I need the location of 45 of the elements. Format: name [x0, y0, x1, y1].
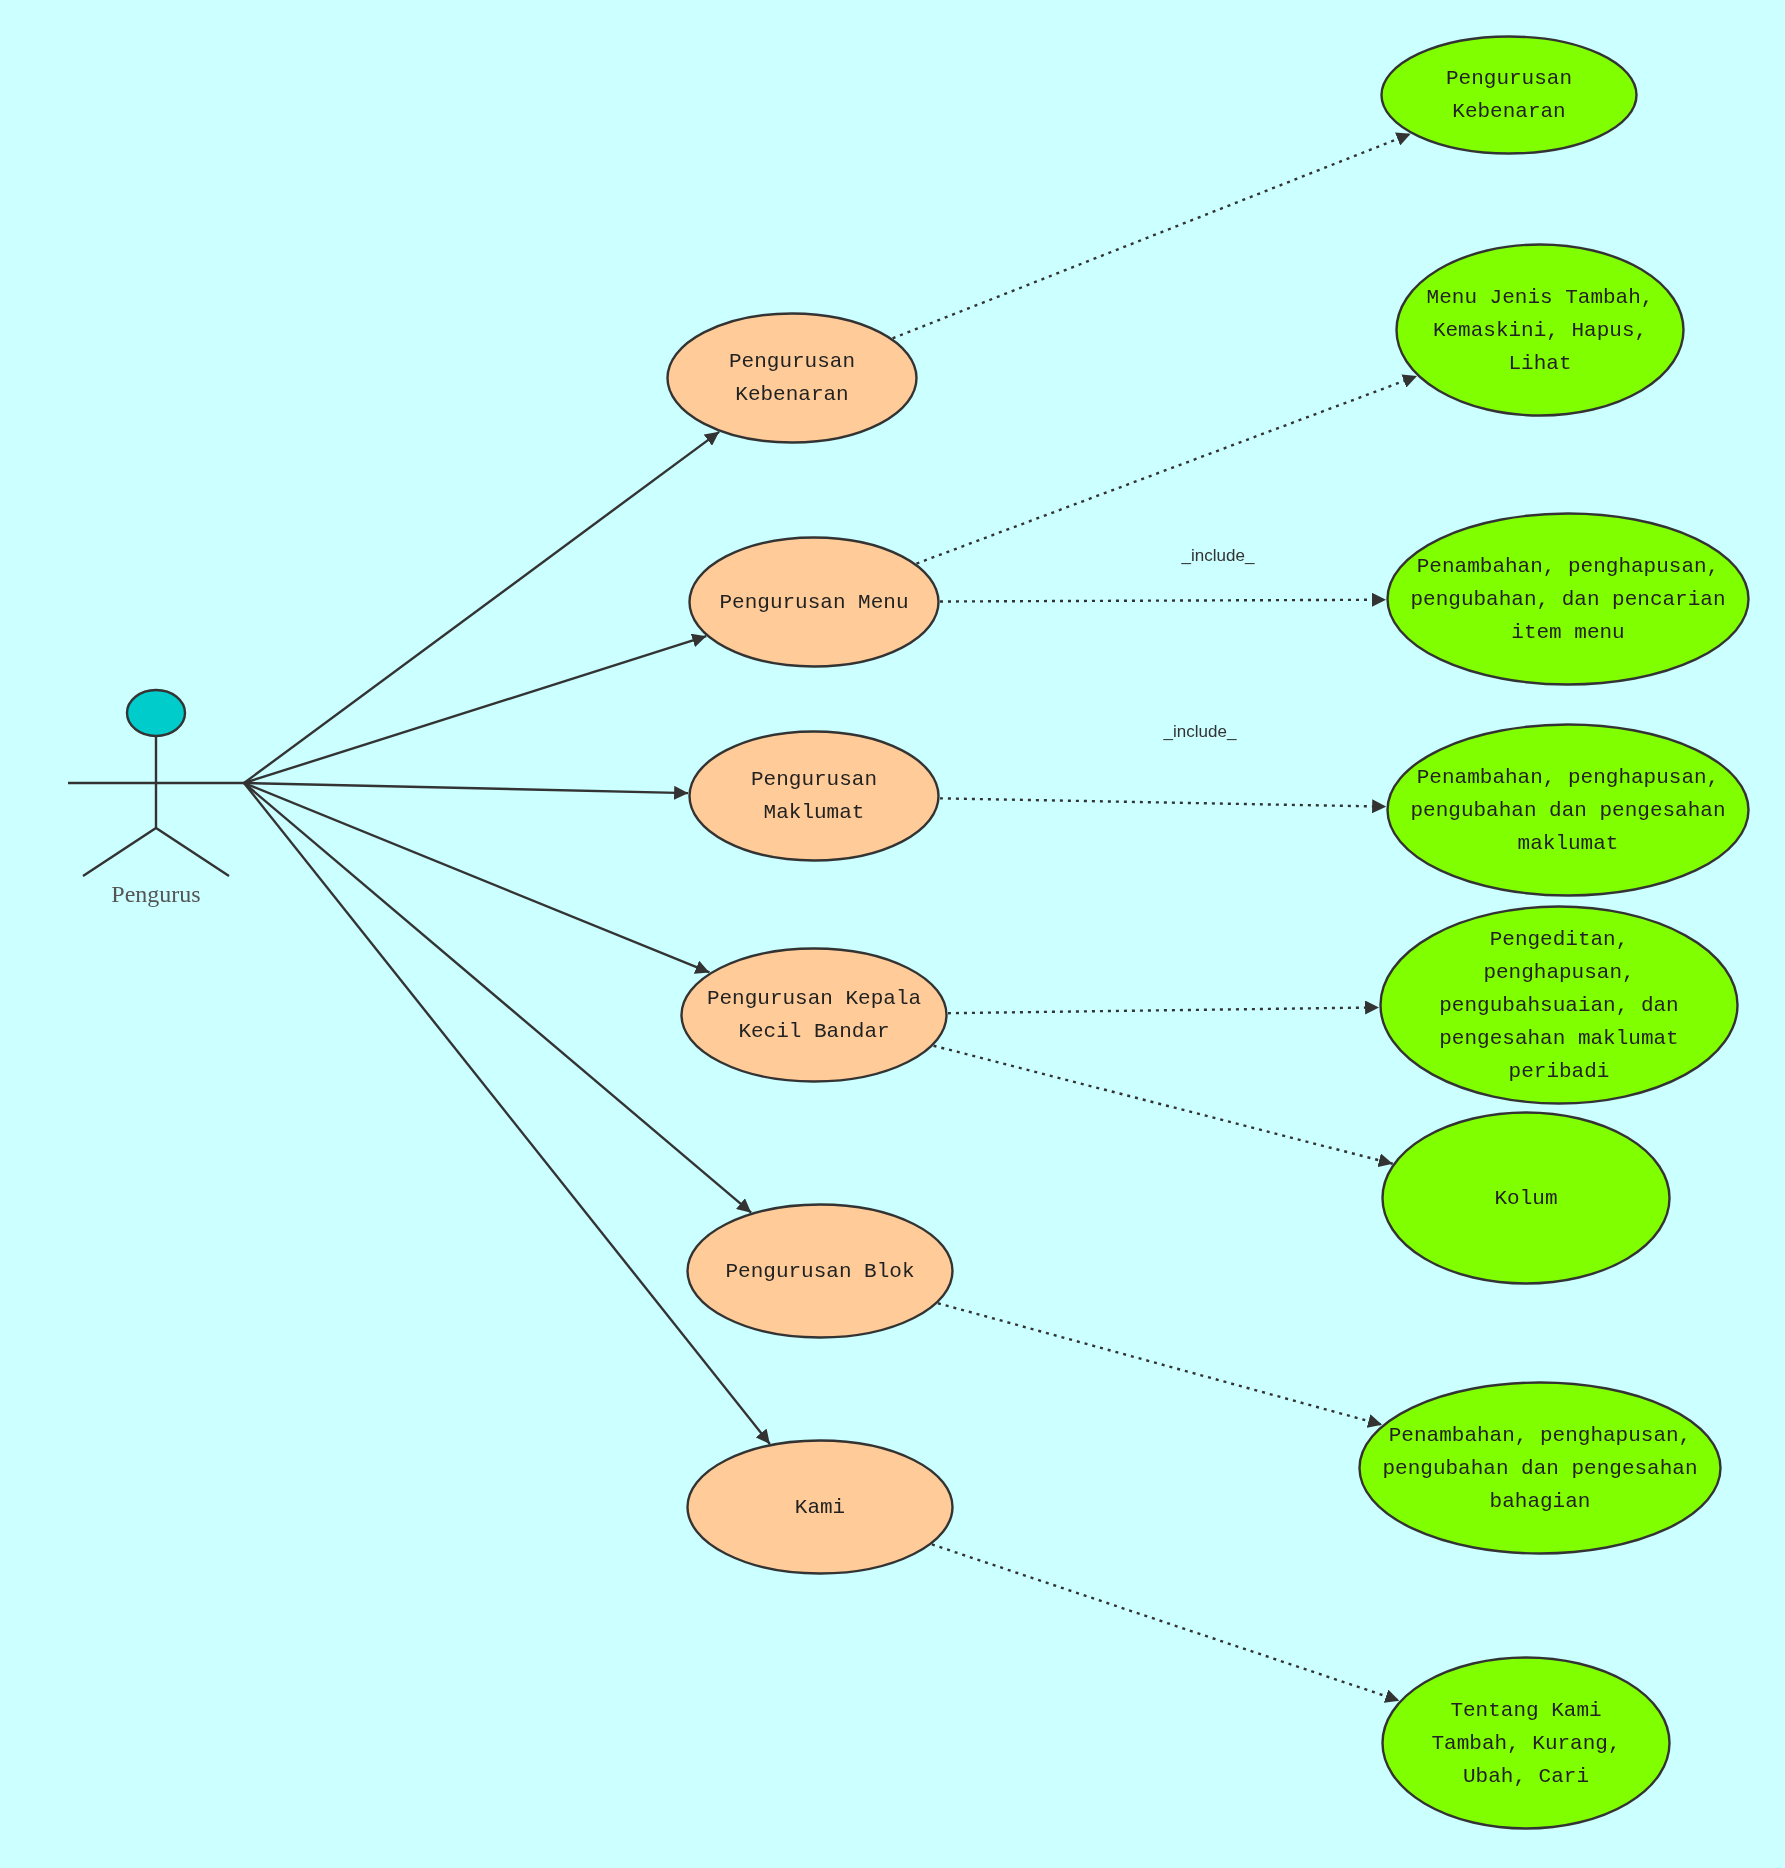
dotted-arrow [931, 1543, 1400, 1703]
actor-name: Pengurus [111, 881, 201, 908]
use-case-text: Pengurusan Menu [718, 589, 910, 616]
use-case-text: Penambahan, penghapusan, pengubahan, dan pencarian item menu [1409, 553, 1727, 646]
use-case-ellipse [1381, 1111, 1671, 1285]
actor-figure [68, 690, 244, 876]
arrow [243, 782, 752, 1214]
use-case-ellipse [688, 730, 940, 862]
dotted-arrow [892, 132, 1412, 340]
use-case-ellipse [1358, 1381, 1722, 1555]
use-case-text: Pengeditan, penghapusan, pengubahsuaian, dan pengesahan maklumat peribadi [1438, 926, 1680, 1085]
use-case-text: Penambahan, penghapusan, pengubahan dan pengesahan maklumat [1409, 764, 1727, 857]
dotted-arrow [939, 797, 1387, 814]
use-case-text: Kolum [1493, 1185, 1559, 1212]
use-case-ellipse [686, 1203, 954, 1339]
edge-label: _include_ [1181, 546, 1255, 566]
use-case-text: Pengurusan Blok [724, 1258, 916, 1285]
use-case-ellipse [1395, 243, 1685, 417]
arrow [243, 430, 720, 784]
use-case-text: Pengurusan Kebenaran [728, 349, 856, 408]
arrow [243, 782, 771, 1445]
use-case-ellipse [1386, 723, 1750, 897]
use-case-ellipse [1386, 512, 1750, 686]
use-case-ellipse [680, 947, 948, 1083]
use-case-text: Kami [793, 1494, 847, 1521]
arrow [243, 633, 707, 785]
use-case-text: Pengurusan Kebenaran [1445, 66, 1573, 125]
use-case-ellipse [1379, 905, 1739, 1105]
use-case-text: Tentang Kami Tambah, Kurang, Ubah, Cari [1430, 1697, 1622, 1790]
use-case-ellipse [1381, 1656, 1671, 1830]
dotted-arrow [940, 592, 1386, 607]
use-case-text: Pengurusan Maklumat [750, 767, 878, 826]
use-case-ellipse [686, 1439, 954, 1575]
use-case-ellipse [666, 312, 918, 444]
dotted-arrow [916, 374, 1418, 565]
dotted-arrow [947, 1000, 1380, 1015]
use-case-text: Pengurusan Kepala Kecil Bandar [705, 986, 923, 1045]
use-case-ellipse [688, 536, 940, 668]
dotted-arrow [933, 1044, 1393, 1168]
use-case-text: Menu Jenis Tambah, Kemaskini, Hapus, Lihat [1425, 284, 1655, 377]
use-case-ellipse [1380, 35, 1638, 155]
use-case-text: Penambahan, penghapusan, pengubahan dan pengesahan bahagian [1381, 1422, 1699, 1515]
edge-label: _include_ [1163, 722, 1237, 742]
dotted-arrow [937, 1302, 1383, 1428]
arrow [243, 781, 689, 800]
